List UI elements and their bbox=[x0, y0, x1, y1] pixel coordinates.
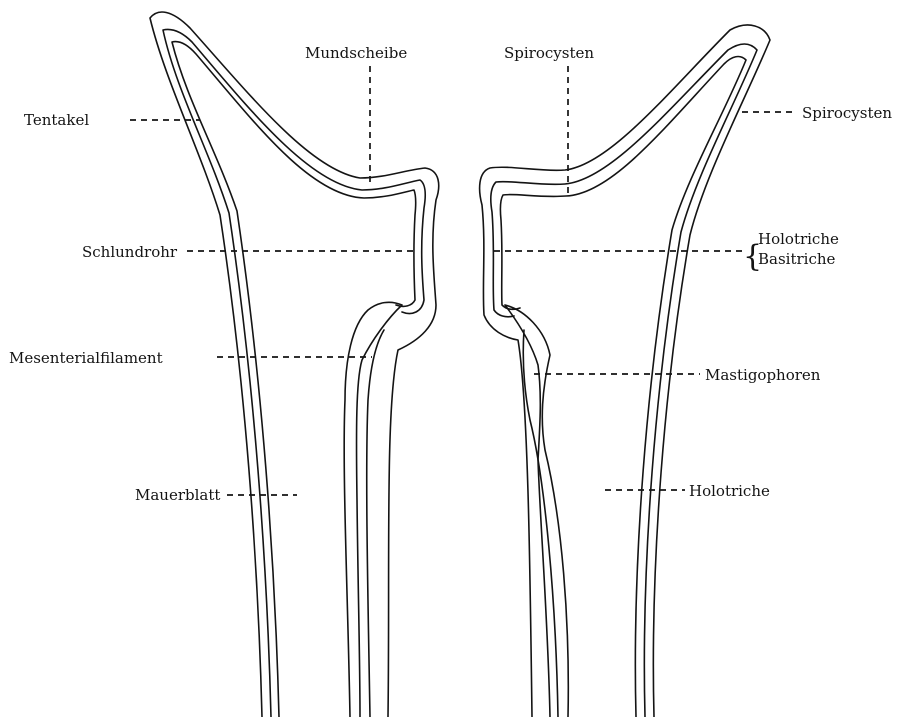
left-wall-line-2 bbox=[172, 42, 416, 717]
text-labels: Tentakel Mundscheibe Schlundrohr Mesente… bbox=[9, 44, 892, 504]
label-holotriche-wall: Holotriche bbox=[689, 482, 770, 500]
label-schlundrohr: Schlundrohr bbox=[82, 243, 178, 261]
right-mesenterial-filament bbox=[505, 305, 568, 717]
label-mauerblatt: Mauerblatt bbox=[135, 486, 220, 504]
left-outer-outline bbox=[150, 12, 439, 717]
left-inner-wall bbox=[367, 330, 384, 717]
label-tentakel: Tentakel bbox=[24, 111, 89, 129]
label-basitriche-pharynx: Basitriche bbox=[758, 250, 836, 268]
label-holotriche-pharynx: Holotriche bbox=[758, 230, 839, 248]
label-mundscheibe: Mundscheibe bbox=[305, 44, 407, 62]
left-wall-line-1 bbox=[163, 30, 425, 717]
label-mastigophoren: Mastigophoren bbox=[705, 366, 821, 384]
label-mesenterialfilament: Mesenterialfilament bbox=[9, 349, 163, 367]
left-body-section bbox=[150, 12, 439, 717]
label-spirocysten-right: Spirocysten bbox=[802, 104, 892, 122]
label-spirocysten-top: Spirocysten bbox=[504, 44, 594, 62]
